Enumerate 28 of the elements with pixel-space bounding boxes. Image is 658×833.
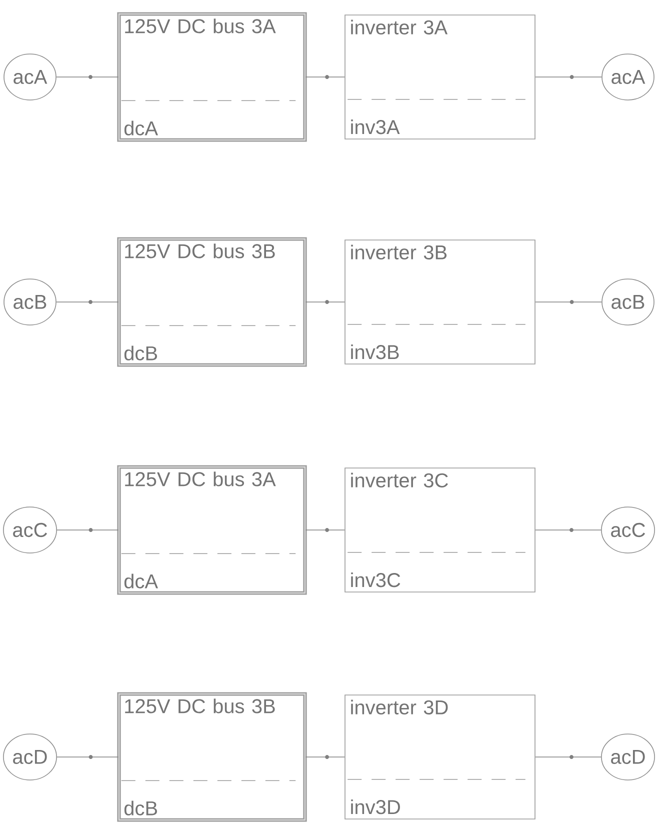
circle-node: acC — [601, 506, 655, 554]
connector — [535, 75, 602, 79]
connector — [305, 528, 345, 532]
circle-node: acA — [602, 54, 654, 100]
bus-box: 125V DC bus 3B dcB — [117, 692, 307, 822]
bus-box: 125V DC bus 3A dcA — [117, 12, 307, 142]
inverter-box: inverter 3A inv3A — [344, 14, 536, 140]
bus-box: 125V DC bus 3B dcB — [117, 237, 307, 367]
circle-node: acD — [3, 734, 57, 780]
connector — [56, 755, 119, 759]
connector — [56, 75, 119, 79]
circle-node: acB — [602, 278, 654, 326]
circle-node: acD — [601, 734, 655, 780]
connector — [305, 75, 345, 79]
circle-node: acB — [4, 278, 56, 326]
connector — [56, 528, 119, 532]
connector — [56, 300, 119, 304]
circle-node: acC — [3, 506, 57, 554]
circle-node: acA — [4, 54, 56, 100]
inverter-box: inverter 3C inv3C — [344, 468, 536, 592]
connector — [305, 300, 345, 304]
connector — [535, 528, 602, 532]
inverter-box: inverter 3D inv3D — [344, 694, 536, 820]
connector — [535, 755, 602, 759]
bus-box: 125V DC bus 3A dcA — [117, 465, 307, 595]
connector — [305, 755, 345, 759]
inverter-box: inverter 3B inv3B — [344, 240, 536, 364]
connector — [535, 300, 602, 304]
